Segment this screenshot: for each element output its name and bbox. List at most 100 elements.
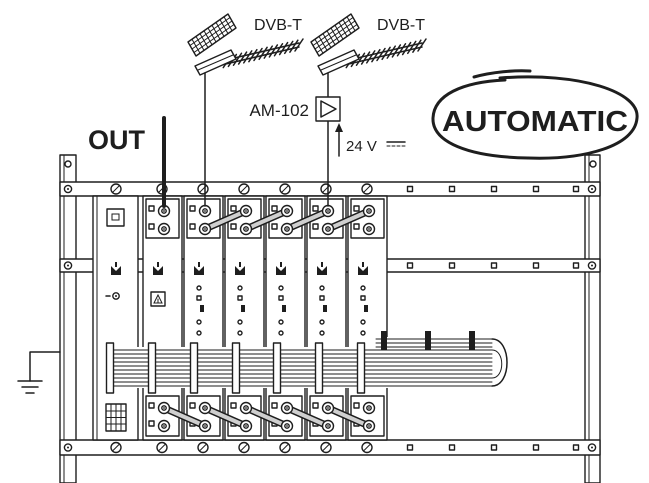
- f-connector-pin: [163, 407, 165, 409]
- bar-slot: [572, 444, 580, 451]
- automatic-logo: AUTOMATIC: [431, 69, 639, 160]
- loop-through-link-core: [203, 209, 248, 231]
- cable-tie: [425, 331, 431, 350]
- screw-slot: [281, 185, 289, 193]
- loop-through-link-core: [162, 406, 207, 428]
- antenna-director: [376, 47, 386, 62]
- antenna-director: [232, 52, 243, 66]
- left-rail-hole: [64, 160, 72, 168]
- f-connector-pin: [245, 210, 247, 212]
- selector-switch: [364, 305, 368, 312]
- reflector-rod: [211, 24, 221, 40]
- antenna-director: [263, 45, 273, 59]
- panel-marker: [271, 223, 278, 230]
- screw-slot: [240, 185, 248, 193]
- antenna-director: [366, 50, 376, 64]
- bar-fastener-dot: [591, 188, 593, 190]
- screw-slot: [363, 185, 371, 193]
- brand-logo-icon: [276, 266, 286, 275]
- ground-wire: [29, 351, 61, 382]
- reflector-rod: [318, 35, 328, 51]
- bundle-loop: [491, 338, 508, 387]
- bar-fastener-dot: [67, 188, 69, 190]
- bar-slot: [406, 262, 414, 269]
- screw-slot: [240, 444, 248, 451]
- brand-logo-mark: [321, 262, 323, 267]
- panel-marker: [148, 402, 155, 409]
- loop-through-link-core: [244, 209, 289, 231]
- panel-marker: [312, 205, 319, 212]
- screw-slot: [158, 444, 166, 451]
- antenna-director: [371, 48, 381, 63]
- antenna-director: [237, 51, 248, 65]
- status-led: [278, 330, 284, 336]
- panel-marker: [312, 402, 319, 409]
- panel-marker: [148, 420, 155, 427]
- logo-oval: [431, 75, 639, 160]
- status-led: [360, 285, 366, 291]
- screw-slot: [112, 185, 120, 193]
- rack-assembly: [59, 154, 601, 483]
- arrow-head-icon: [335, 123, 343, 132]
- f-connector-pin: [368, 228, 370, 230]
- panel-marker: [353, 402, 360, 409]
- panel-marker: [271, 205, 278, 212]
- power-feed-arrow: [335, 123, 343, 157]
- adjust-knob: [360, 295, 366, 301]
- reflector-rod: [199, 33, 209, 49]
- panel-marker: [230, 223, 237, 230]
- cable-clip: [231, 342, 241, 394]
- reflector-rod: [195, 35, 205, 51]
- f-connector-pin: [368, 407, 370, 409]
- power-supply-module: [92, 195, 139, 441]
- antenna-icon: [187, 13, 304, 76]
- antenna-director: [355, 52, 366, 66]
- status-led: [360, 330, 366, 336]
- status-led: [196, 285, 202, 291]
- panel-marker: [148, 205, 155, 212]
- loop-through-link-core: [203, 406, 248, 428]
- bar-fastener-dot: [591, 264, 593, 267]
- antenna-director: [407, 40, 417, 55]
- antenna-director: [284, 40, 294, 55]
- reflector-rod: [330, 27, 340, 43]
- right-rail-hole: [589, 160, 597, 168]
- f-connector-pin: [163, 210, 165, 212]
- bar-slot: [448, 262, 456, 269]
- reflector-rod: [207, 27, 217, 43]
- panel-marker: [230, 205, 237, 212]
- amplifier-triangle-icon: [315, 96, 341, 122]
- antenna-label: DVB-T: [254, 17, 302, 34]
- logo-text: AUTOMATIC: [442, 106, 628, 138]
- f-connector-pin: [163, 425, 165, 427]
- status-led: [360, 319, 366, 325]
- antenna-director: [386, 45, 396, 59]
- panel-marker: [189, 223, 196, 230]
- supply-voltage-label: 24 V: [346, 138, 377, 155]
- brand-logo-icon: [194, 266, 204, 275]
- f-connector-pin: [245, 407, 247, 409]
- f-connector-pin: [204, 210, 206, 212]
- brand-logo-icon: [358, 266, 368, 275]
- f-connector-pin: [368, 210, 370, 212]
- power-switch: [106, 208, 125, 227]
- reflector-rod: [203, 30, 213, 46]
- f-connector-pin: [286, 210, 288, 212]
- ground-icon: [17, 351, 61, 394]
- adjust-knob: [196, 295, 202, 301]
- antenna-icon: [310, 13, 427, 76]
- brand-logo-mark: [157, 262, 159, 267]
- antenna-director: [417, 38, 427, 52]
- antenna-dipole-rod: [320, 54, 357, 71]
- f-connector-pin: [245, 228, 247, 230]
- reflector-rod: [346, 16, 356, 32]
- panel-marker: [312, 223, 319, 230]
- reflector-rod: [322, 33, 332, 49]
- panel-marker: [353, 223, 360, 230]
- bar-slot: [490, 185, 498, 193]
- bar-slot: [406, 444, 414, 451]
- bar-fastener-dot: [591, 446, 593, 449]
- panel-marker: [189, 402, 196, 409]
- antenna-director: [401, 41, 412, 56]
- bar-slot: [448, 185, 456, 193]
